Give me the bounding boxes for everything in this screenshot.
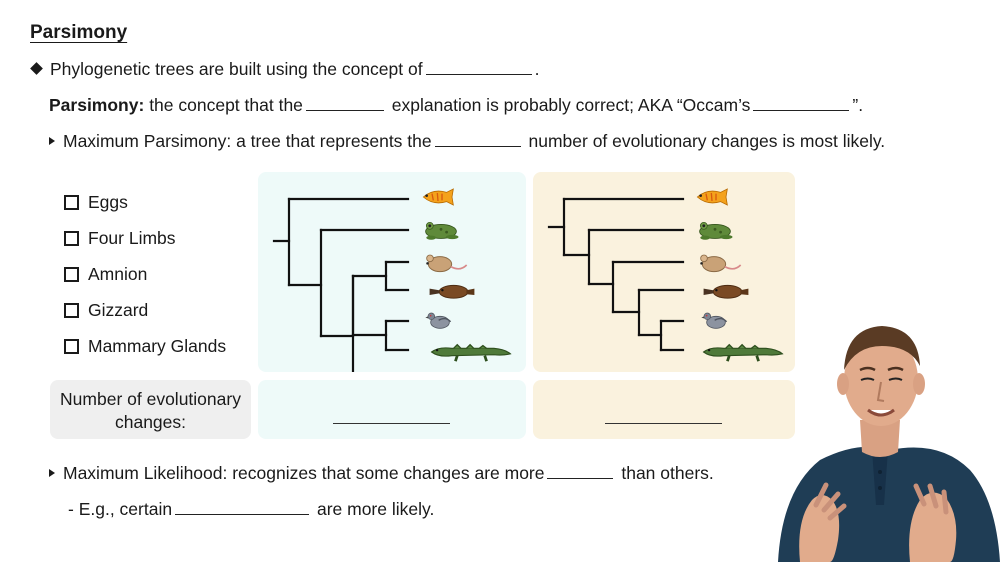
pigeon-icon bbox=[696, 308, 736, 334]
platypus-icon bbox=[420, 279, 484, 303]
platypus-icon bbox=[694, 279, 758, 303]
bullet1-end: . bbox=[534, 59, 540, 79]
presenter-video bbox=[778, 326, 1000, 562]
trait-label: Eggs bbox=[88, 192, 128, 212]
parsimony-definition: Parsimony: the concept that the explanat… bbox=[49, 95, 863, 116]
fish-icon bbox=[420, 185, 460, 209]
definition-term: Parsimony: bbox=[49, 95, 145, 115]
pigeon-icon bbox=[420, 308, 460, 334]
sub-bullet-part1: E.g., certain bbox=[78, 499, 173, 519]
phylogenetic-tree-2 bbox=[547, 197, 685, 352]
changes-label: Number of evolutionary changes: bbox=[50, 388, 251, 434]
tree-panel-2 bbox=[533, 172, 795, 372]
trait-gizzard: Gizzard bbox=[64, 300, 148, 321]
changes-label-line1: Number of evolutionary bbox=[60, 389, 241, 409]
bullet1-text: Phylogenetic trees are built using the c… bbox=[50, 59, 423, 79]
bullet-phylogenetic-trees: Phylogenetic trees are built using the c… bbox=[30, 59, 540, 80]
tree-panel-1 bbox=[258, 172, 526, 372]
trait-eggs: Eggs bbox=[64, 192, 128, 213]
changes-panel-2 bbox=[533, 380, 795, 439]
blank-number bbox=[434, 132, 521, 147]
mouse-icon bbox=[694, 250, 744, 275]
trait-label: Four Limbs bbox=[88, 228, 176, 248]
answer-blank-tree-1[interactable] bbox=[333, 423, 450, 424]
bullet3-part1: Maximum Likelihood: recognizes that some… bbox=[63, 463, 545, 483]
phylogenetic-tree-1-lower bbox=[351, 274, 410, 352]
bullet-maximum-parsimony: Maximum Parsimony: a tree that represent… bbox=[49, 131, 885, 152]
triangle-bullet-icon bbox=[49, 469, 55, 477]
changes-panel-1 bbox=[258, 380, 526, 439]
dash: - bbox=[68, 499, 74, 519]
blank-concept bbox=[425, 60, 532, 75]
checkbox-icon[interactable] bbox=[64, 339, 79, 354]
page-title: Parsimony bbox=[30, 22, 128, 43]
diamond-bullet-icon bbox=[30, 62, 43, 75]
blank-certain bbox=[175, 500, 310, 515]
trait-label: Amnion bbox=[88, 264, 148, 284]
blank-likely bbox=[547, 464, 614, 479]
blank-explanation bbox=[305, 96, 384, 111]
changes-label-line2: changes: bbox=[114, 412, 187, 432]
checkbox-icon[interactable] bbox=[64, 303, 79, 318]
triangle-bullet-icon bbox=[49, 137, 55, 145]
definition-part1: the concept that the bbox=[149, 95, 303, 115]
trait-label: Mammary Glands bbox=[88, 336, 227, 356]
checkbox-icon[interactable] bbox=[64, 231, 79, 246]
trait-label: Gizzard bbox=[88, 300, 149, 320]
definition-end: ”. bbox=[852, 95, 864, 115]
crocodile-icon bbox=[428, 341, 514, 363]
sub-bullet-example: - E.g., certain are more likely. bbox=[68, 499, 434, 520]
frog-icon bbox=[694, 217, 736, 243]
definition-part2: explanation is probably correct; AKA “Oc… bbox=[391, 95, 751, 115]
bullet3-part2: than others. bbox=[621, 463, 714, 483]
blank-occam bbox=[753, 96, 850, 111]
answer-blank-tree-2[interactable] bbox=[605, 423, 722, 424]
bullet-maximum-likelihood: Maximum Likelihood: recognizes that some… bbox=[49, 463, 714, 484]
sub-bullet-part2: are more likely. bbox=[316, 499, 435, 519]
bullet2-part2: number of evolutionary changes is most l… bbox=[528, 131, 886, 151]
bullet2-part1: Maximum Parsimony: a tree that represent… bbox=[63, 131, 432, 151]
changes-label-panel bbox=[50, 380, 251, 439]
trait-four-limbs: Four Limbs bbox=[64, 228, 176, 249]
fish-icon bbox=[694, 185, 734, 209]
checkbox-icon[interactable] bbox=[64, 267, 79, 282]
mouse-icon bbox=[420, 250, 470, 275]
trait-amnion: Amnion bbox=[64, 264, 147, 285]
checkbox-icon[interactable] bbox=[64, 195, 79, 210]
trait-mammary-glands: Mammary Glands bbox=[64, 336, 226, 357]
frog-icon bbox=[420, 217, 462, 243]
